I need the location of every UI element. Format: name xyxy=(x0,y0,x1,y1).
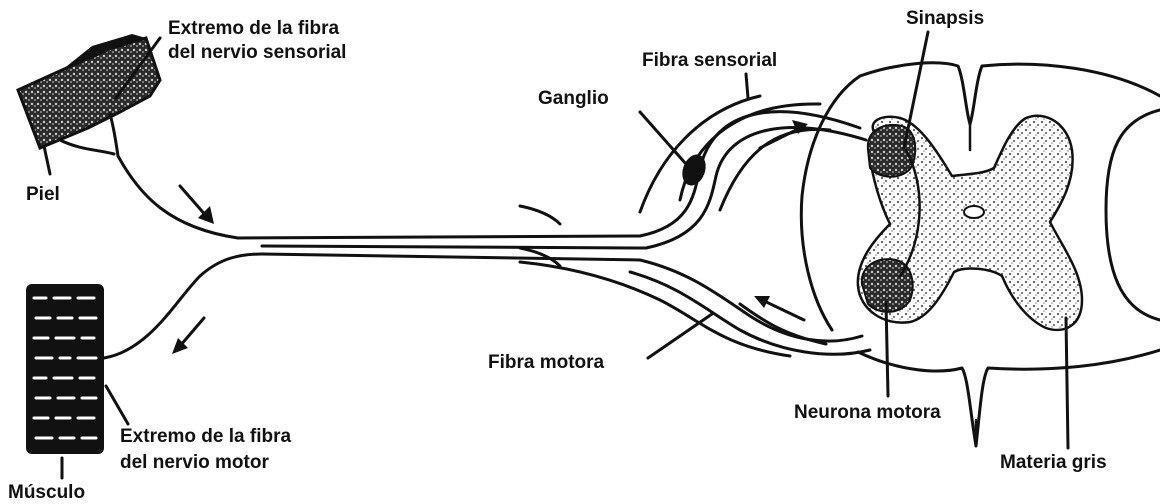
label-motor-neuron: Neurona motora xyxy=(794,402,941,423)
label-skin: Piel xyxy=(26,184,60,205)
label-sensory-end-line2: del nervio sensorial xyxy=(168,42,346,63)
arrow-motor-muscle xyxy=(172,318,204,354)
arrow-sensory-skin xyxy=(180,186,214,224)
sensory-fiber xyxy=(60,96,866,248)
label-motor-end-line1: Extremo de la fibra xyxy=(120,426,291,447)
leader-skin xyxy=(44,146,50,174)
leader-sensory-fiber xyxy=(746,74,748,98)
muscle-block xyxy=(26,284,104,454)
leader-ganglion xyxy=(640,112,686,164)
label-synapse: Sinapsis xyxy=(906,8,984,29)
leader-motor-end xyxy=(106,386,128,424)
label-motor-fiber: Fibra motora xyxy=(488,352,605,373)
skin-patch xyxy=(18,34,160,148)
label-motor-end-line2: del nervio motor xyxy=(120,452,269,473)
leader-gray-matter xyxy=(1066,318,1068,448)
label-sensory-fiber: Fibra sensorial xyxy=(642,50,777,71)
leader-motor-fiber xyxy=(648,314,712,358)
label-gray-matter: Materia gris xyxy=(1000,452,1107,473)
arrow-motor-cord xyxy=(754,296,804,320)
label-muscle: Músculo xyxy=(8,482,85,503)
motor-fiber xyxy=(104,246,870,358)
label-sensory-end-line1: Extremo de la fibra xyxy=(168,18,339,39)
label-ganglion: Ganglio xyxy=(538,88,609,109)
leader-motor-neuron xyxy=(886,302,888,396)
